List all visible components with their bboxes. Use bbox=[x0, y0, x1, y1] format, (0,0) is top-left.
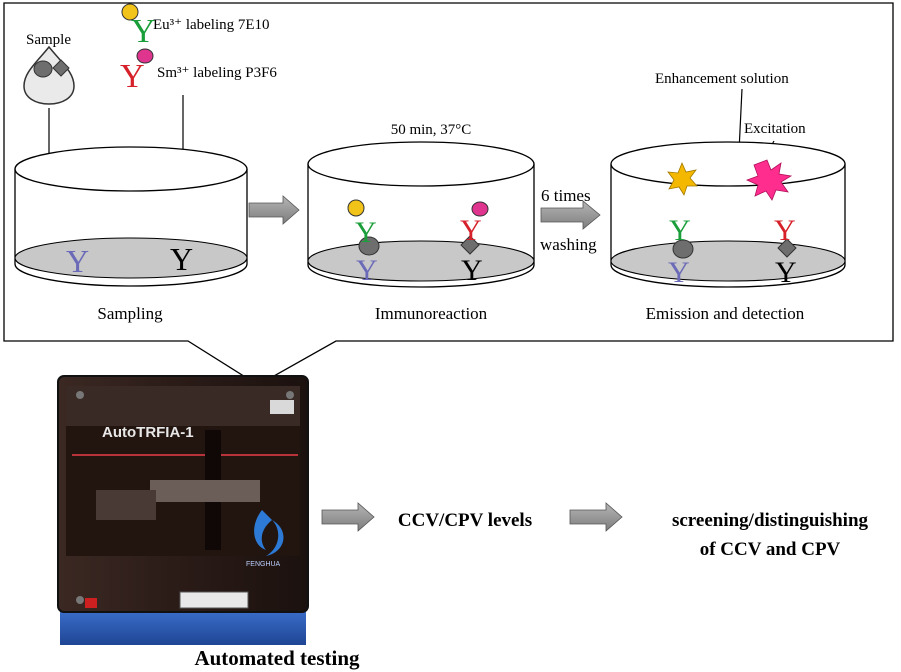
result-label-line1: screening/distinguishing bbox=[672, 510, 869, 531]
emission-star-icon bbox=[667, 161, 698, 196]
step-emission-label: Emission and detection bbox=[646, 304, 805, 323]
sm-label-dot bbox=[471, 201, 489, 217]
sm-label-text: Sm³⁺ labeling P3F6 bbox=[157, 65, 277, 81]
well-emission: Y Y Y Y bbox=[610, 141, 846, 289]
eu-label-dot bbox=[121, 3, 139, 21]
process-arrow bbox=[248, 195, 300, 225]
antigen-round bbox=[672, 239, 694, 259]
washing-label-line2: washing bbox=[540, 235, 597, 254]
sm-antibody-icon: Y bbox=[120, 58, 145, 95]
antigen-diamond bbox=[52, 59, 70, 77]
automated-testing-label: Automated testing bbox=[194, 646, 360, 670]
result-label-line2: of CCV and CPV bbox=[700, 539, 841, 560]
sm-antibody-icon: Y bbox=[774, 214, 796, 247]
antigen-round bbox=[33, 60, 53, 78]
eu-label-text: Eu³⁺ labeling 7E10 bbox=[153, 17, 270, 33]
condition-label: 50 min, 37°C bbox=[391, 122, 472, 138]
antigen-round bbox=[358, 236, 380, 256]
capture-antibody-icon: Y bbox=[668, 256, 690, 289]
sm-label-dot bbox=[136, 48, 154, 64]
levels-label: CCV/CPV levels bbox=[398, 510, 532, 531]
eu-antibody-icon: Y bbox=[669, 214, 691, 247]
capture-antibody-icon: Y bbox=[356, 254, 378, 287]
process-arrow bbox=[540, 200, 601, 230]
excitation-burst-icon bbox=[745, 159, 793, 201]
step-sampling-label: Sampling bbox=[97, 304, 163, 323]
capture-antibody-icon: Y bbox=[170, 241, 193, 277]
antigen-diamond bbox=[460, 235, 480, 255]
well-sampling: Y Y bbox=[14, 146, 248, 287]
capture-antibody-icon: Y bbox=[66, 243, 89, 279]
antigen-diamond bbox=[777, 238, 797, 258]
instrument-maker-label: FENGHUA bbox=[246, 561, 281, 568]
capture-antibody-icon: Y bbox=[461, 254, 483, 287]
eu-antibody-icon: Y bbox=[355, 216, 377, 249]
well-immunoreaction: Y Y Y Y bbox=[307, 141, 535, 288]
step-immunoreaction-label: Immunoreaction bbox=[375, 304, 488, 323]
sample-label: Sample bbox=[26, 32, 71, 48]
enhancement-label: Enhancement solution bbox=[655, 71, 789, 87]
process-arrow bbox=[321, 502, 375, 532]
instrument-image: AutoTRFIA-1 FENGHUA bbox=[57, 375, 309, 645]
washing-label-line1: 6 times bbox=[541, 186, 591, 205]
eu-antibody-icon: Y bbox=[131, 13, 156, 50]
company-logo bbox=[254, 510, 284, 556]
instrument-model-label: AutoTRFIA-1 bbox=[102, 424, 194, 441]
excitation-label: Excitation bbox=[744, 121, 806, 137]
sm-antibody-icon: Y bbox=[460, 214, 482, 247]
capture-antibody-icon: Y bbox=[775, 256, 797, 289]
eu-label-dot bbox=[347, 199, 365, 217]
process-arrow bbox=[569, 502, 623, 532]
